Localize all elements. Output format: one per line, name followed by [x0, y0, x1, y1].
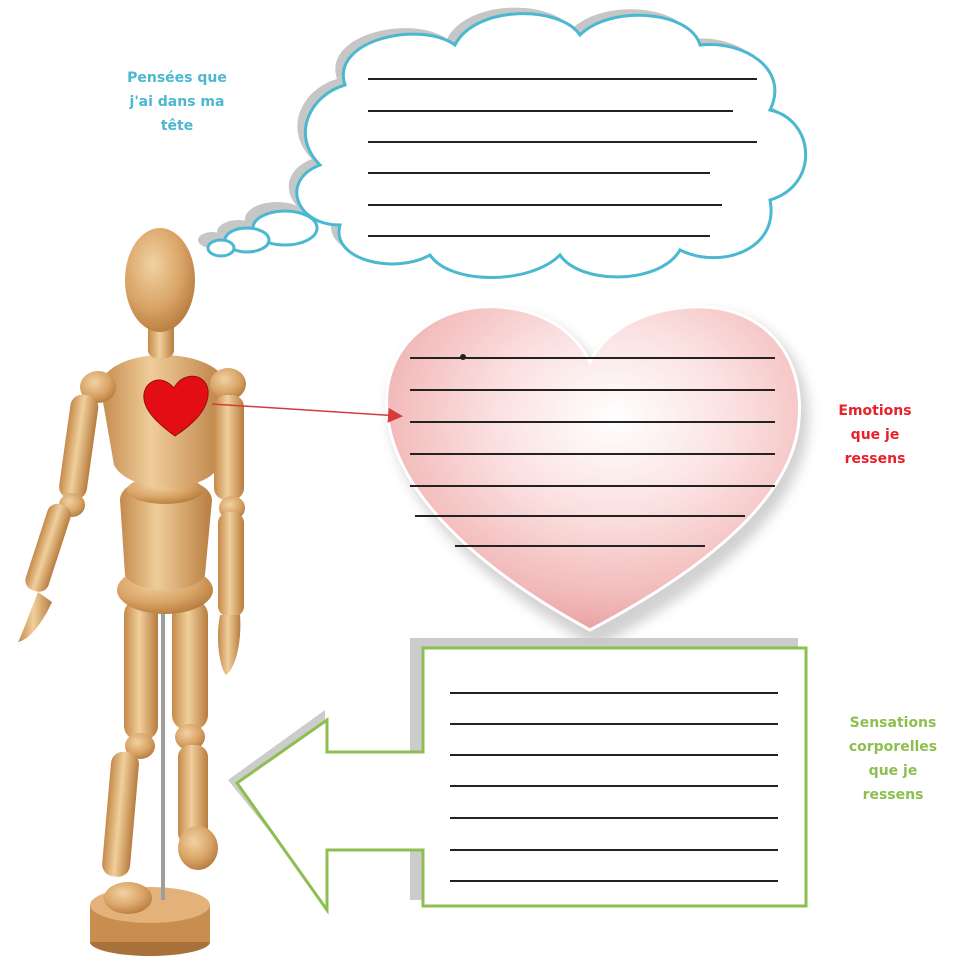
emotions-label-line-1: Emotions	[815, 399, 935, 423]
emotions-label: Emotions que je ressens	[815, 399, 935, 471]
sensations-label-line-2: corporelles	[830, 735, 953, 759]
wooden-mannequin-icon	[18, 228, 246, 956]
sensations-label: Sensations corporelles que je ressens	[830, 711, 953, 807]
emotions-label-line-3: ressens	[815, 447, 935, 471]
thoughts-label-line-2: j'ai dans ma	[102, 90, 252, 114]
thoughts-label: Pensées que j'ai dans ma tête	[102, 66, 252, 138]
emotion-heart-icon	[387, 307, 809, 648]
sensation-arrow-icon	[228, 638, 806, 910]
sensations-label-line-1: Sensations	[830, 711, 953, 735]
thoughts-label-line-1: Pensées que	[102, 66, 252, 90]
emotions-label-line-2: que je	[815, 423, 935, 447]
thought-cloud-icon	[198, 8, 806, 278]
sensations-label-line-4: ressens	[830, 783, 953, 807]
thoughts-label-line-3: tête	[102, 114, 252, 138]
sensations-label-line-3: que je	[830, 759, 953, 783]
